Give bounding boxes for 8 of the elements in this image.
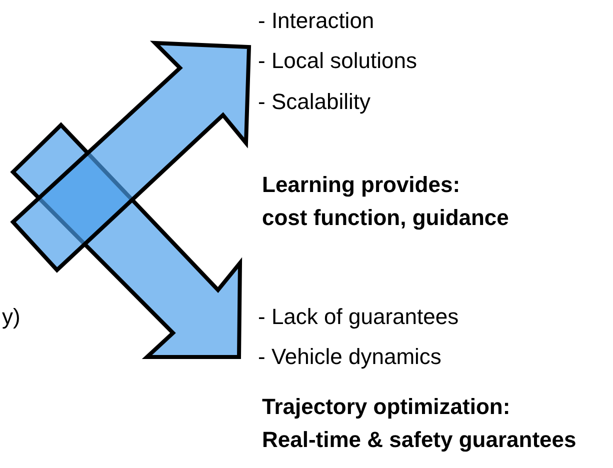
list-item: - Lack of guarantees [258, 304, 459, 330]
list-item: - Vehicle dynamics [258, 344, 442, 370]
list-item: - Interaction [258, 8, 374, 34]
label-text: y) [2, 304, 20, 330]
heading-text: Trajectory optimization: Real-time & safety guarantees [262, 393, 576, 454]
list-item: - Local solutions [258, 48, 417, 74]
heading-text: Learning provides: cost function, guidance [262, 171, 509, 232]
list-item: - Scalability [258, 89, 370, 115]
